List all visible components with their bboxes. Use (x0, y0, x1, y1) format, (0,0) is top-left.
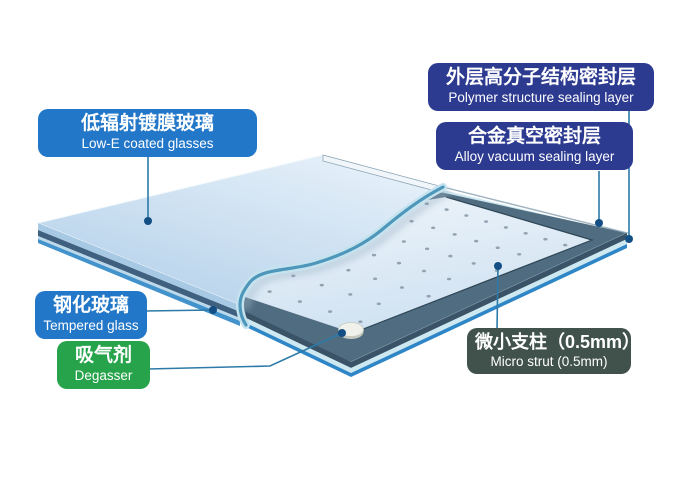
label-degasser: 吸气剂 Degasser (57, 341, 150, 389)
label-polymer-zh: 外层高分子结构密封层 (445, 67, 636, 88)
frame-inner-edge (352, 196, 594, 334)
micro-strut-dot (358, 320, 363, 324)
label-low-e-coated-glass: 低辐射镀膜玻璃 Low-E coated glasses (38, 109, 257, 157)
wave-edge-line (238, 185, 445, 327)
micro-strut-dot (452, 233, 457, 236)
micro-strut-dot (495, 246, 500, 249)
micro-strut-dot (348, 293, 353, 296)
label-micro-strut-en: Micro strut (0.5mm) (490, 353, 608, 369)
micro-strut-dot (399, 286, 404, 289)
leader-degasser (147, 332, 343, 370)
top-pane-back-edge (322, 154, 444, 194)
micro-strut-dot (376, 302, 381, 306)
label-micro-strut-zh: 微小支柱（0.5mm） (475, 332, 641, 352)
bottom-pane-front-edge (38, 236, 240, 321)
micro-strut-dot (421, 269, 427, 273)
label-tempered-glass: 钢化玻璃 Tempered glass (35, 291, 147, 339)
micro-strut-dot (431, 226, 436, 230)
label-degasser-zh: 吸气剂 (74, 345, 132, 366)
micro-strut-dot (267, 290, 272, 293)
vacuum-spacer-edge (38, 230, 240, 318)
dot-polymer (625, 235, 633, 243)
leader-micro-strut (496, 265, 499, 331)
micro-strut-dot (517, 253, 522, 256)
micro-strut-dot (474, 239, 479, 243)
label-alloy-vacuum-sealing-layer: 合金真空密封层 Alloy vacuum sealing layer (436, 122, 633, 170)
micro-strut-dot (543, 237, 548, 241)
micro-strut-dot (444, 208, 449, 211)
label-low-e-zh: 低辐射镀膜玻璃 (80, 113, 214, 134)
micro-strut-dot (471, 262, 476, 265)
top-pane-front-edge (38, 223, 240, 312)
label-alloy-zh: 合金真空密封层 (467, 126, 601, 147)
dot-micro-strut (494, 262, 502, 270)
dot-low-e (144, 217, 152, 225)
label-polymer-en: Polymer structure sealing layer (448, 89, 634, 105)
micro-strut-dots (267, 202, 568, 324)
micro-strut-dot (484, 220, 489, 223)
micro-strut-dot (503, 226, 508, 229)
micro-strut-dot (464, 214, 469, 217)
wave-shadow (241, 186, 452, 310)
front-blue-stripe (38, 239, 240, 326)
micro-strut-dot (396, 261, 402, 265)
micro-strut-dot (328, 310, 333, 313)
micro-strut-dot (401, 240, 406, 243)
label-alloy-en: Alloy vacuum sealing layer (454, 148, 615, 164)
micro-strut-dot (373, 277, 378, 281)
dot-degasser (338, 329, 346, 337)
dot-tempered (209, 306, 217, 314)
micro-strut-dot (426, 294, 431, 298)
micro-strut-dot (448, 254, 453, 258)
label-degasser-en: Degasser (74, 367, 133, 383)
micro-strut-dot (424, 202, 429, 205)
leader-dots (144, 217, 633, 337)
label-micro-strut: 微小支柱（0.5mm） Micro strut (0.5mm) (467, 328, 641, 375)
micro-strut-dot (563, 243, 568, 247)
label-polymer-sealing-layer: 外层高分子结构密封层 Polymer structure sealing lay… (428, 63, 654, 111)
leader-tempered (144, 309, 214, 312)
micro-strut-dot (346, 268, 351, 272)
micro-strut-dot (409, 219, 414, 223)
micro-strut-dot (371, 253, 377, 257)
micro-strut-dot (297, 300, 302, 303)
micro-strut-dot (291, 274, 296, 278)
label-tempered-en: Tempered glass (43, 317, 139, 333)
micro-strut-dot (523, 232, 528, 235)
micro-strut-dot (319, 283, 324, 287)
dot-alloy (595, 219, 603, 227)
label-low-e-en: Low-E coated glasses (81, 135, 214, 151)
micro-strut-dot (446, 277, 452, 281)
micro-strut-dot (425, 247, 430, 251)
label-tempered-zh: 钢化玻璃 (52, 295, 129, 316)
